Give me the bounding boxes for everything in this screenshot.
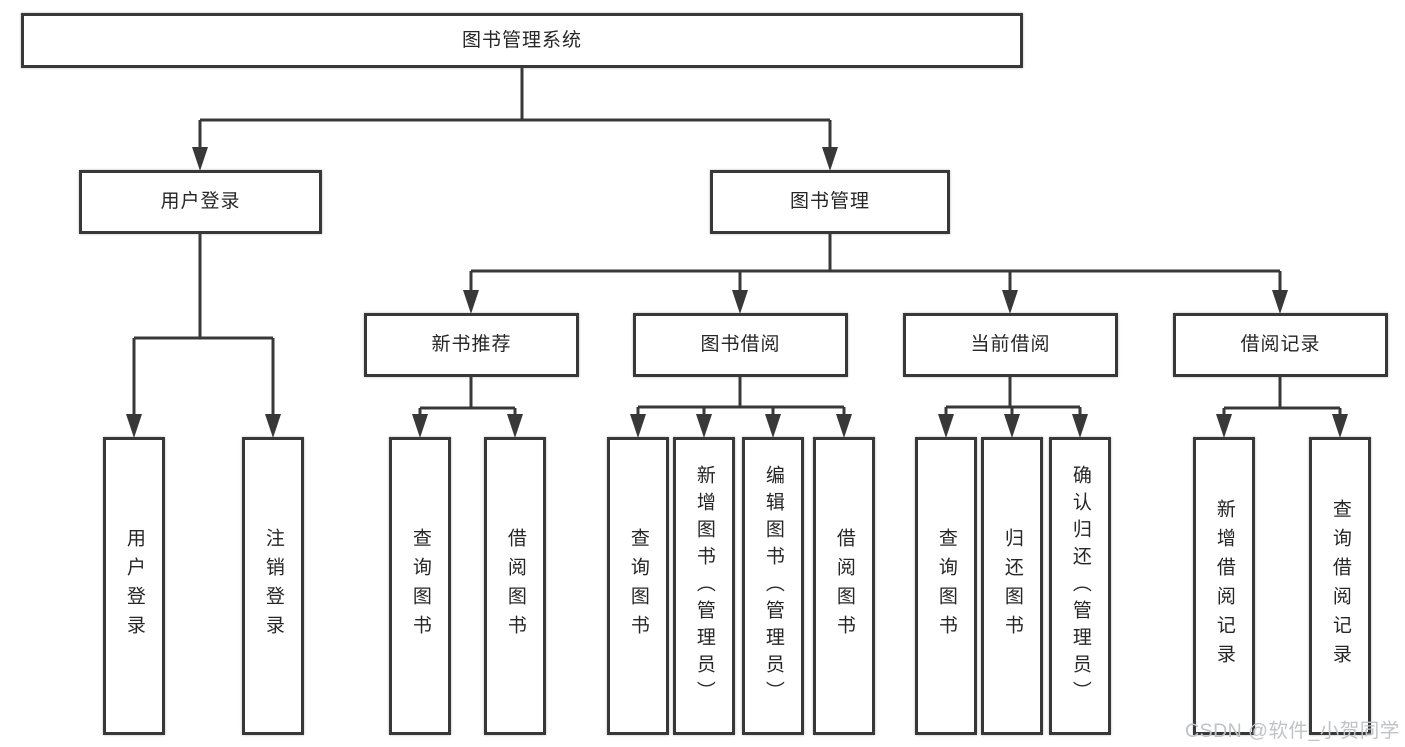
leaf-cb-query-books: 查询图书 — [915, 437, 977, 735]
node-book-management: 图书管理 — [710, 170, 950, 234]
node-user-login: 用户登录 — [79, 170, 322, 234]
leaf-bb-add-books-admin: 新增图书（管理员） — [673, 437, 735, 735]
leaf-bb-query-books: 查询图书 — [607, 437, 669, 735]
leaf-br-query-record: 查询借阅记录 — [1309, 437, 1371, 735]
leaf-logout: 注销登录 — [242, 437, 304, 735]
leaf-cb-confirm-return-admin: 确认归还（管理员） — [1049, 437, 1111, 735]
leaf-cb-return-books: 归还图书 — [981, 437, 1043, 735]
leaf-br-add-record: 新增借阅记录 — [1193, 437, 1255, 735]
node-new-book-recommend: 新书推荐 — [364, 313, 579, 377]
arrowheads — [126, 147, 1348, 438]
node-root: 图书管理系统 — [21, 13, 1023, 68]
node-book-borrow: 图书借阅 — [633, 313, 848, 377]
leaf-user-login: 用户登录 — [103, 437, 165, 735]
leaf-bb-borrow-books: 借阅图书 — [813, 437, 875, 735]
node-borrow-records: 借阅记录 — [1173, 313, 1388, 377]
csdn-watermark: CSDN @软件_小贺同学 — [1185, 720, 1400, 742]
leaf-nb-query-books: 查询图书 — [389, 437, 451, 735]
node-current-borrow: 当前借阅 — [903, 313, 1118, 377]
leaf-bb-edit-books-admin: 编辑图书（管理员） — [742, 437, 804, 735]
leaf-nb-borrow-books: 借阅图书 — [484, 437, 546, 735]
